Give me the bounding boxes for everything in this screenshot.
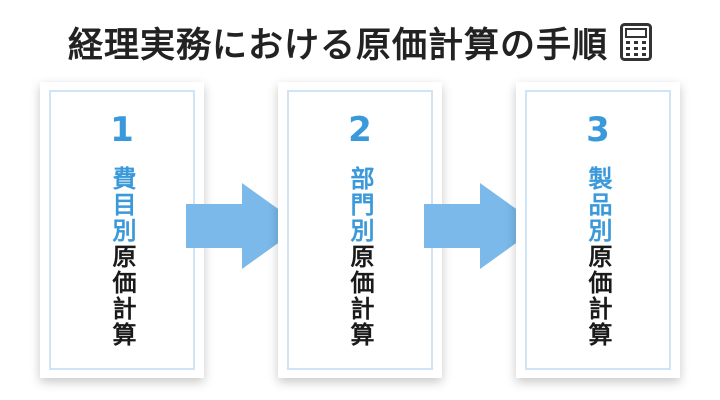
step-card-frame: 1 費目別原価計算: [49, 90, 195, 370]
step-card-frame: 3 製品別原価計算: [525, 90, 671, 370]
arrow-right-icon: [186, 183, 302, 269]
step-number: 2: [348, 110, 372, 150]
step-label-base: 原価計算: [346, 244, 374, 348]
step-card-1: 1 費目別原価計算: [40, 82, 204, 378]
step-label: 費目別原価計算: [108, 166, 136, 348]
arrow-right-icon: [424, 183, 540, 269]
step-label-accent: 費目別: [108, 166, 136, 244]
step-card-2: 2 部門別原価計算: [278, 82, 442, 378]
step-label: 製品別原価計算: [584, 166, 612, 348]
step-card-3: 3 製品別原価計算: [516, 82, 680, 378]
calculator-icon: [620, 23, 652, 61]
title-row: 経理実務における原価計算の手順: [0, 14, 720, 70]
step-number: 1: [110, 110, 134, 150]
step-label-base: 原価計算: [108, 244, 136, 348]
step-card-frame: 2 部門別原価計算: [287, 90, 433, 370]
step-label: 部門別原価計算: [346, 166, 374, 348]
step-label-base: 原価計算: [584, 244, 612, 348]
page-title: 経理実務における原価計算の手順: [67, 25, 608, 66]
step-label-accent: 部門別: [346, 166, 374, 244]
step-number: 3: [586, 110, 610, 150]
step-label-accent: 製品別: [584, 166, 612, 244]
